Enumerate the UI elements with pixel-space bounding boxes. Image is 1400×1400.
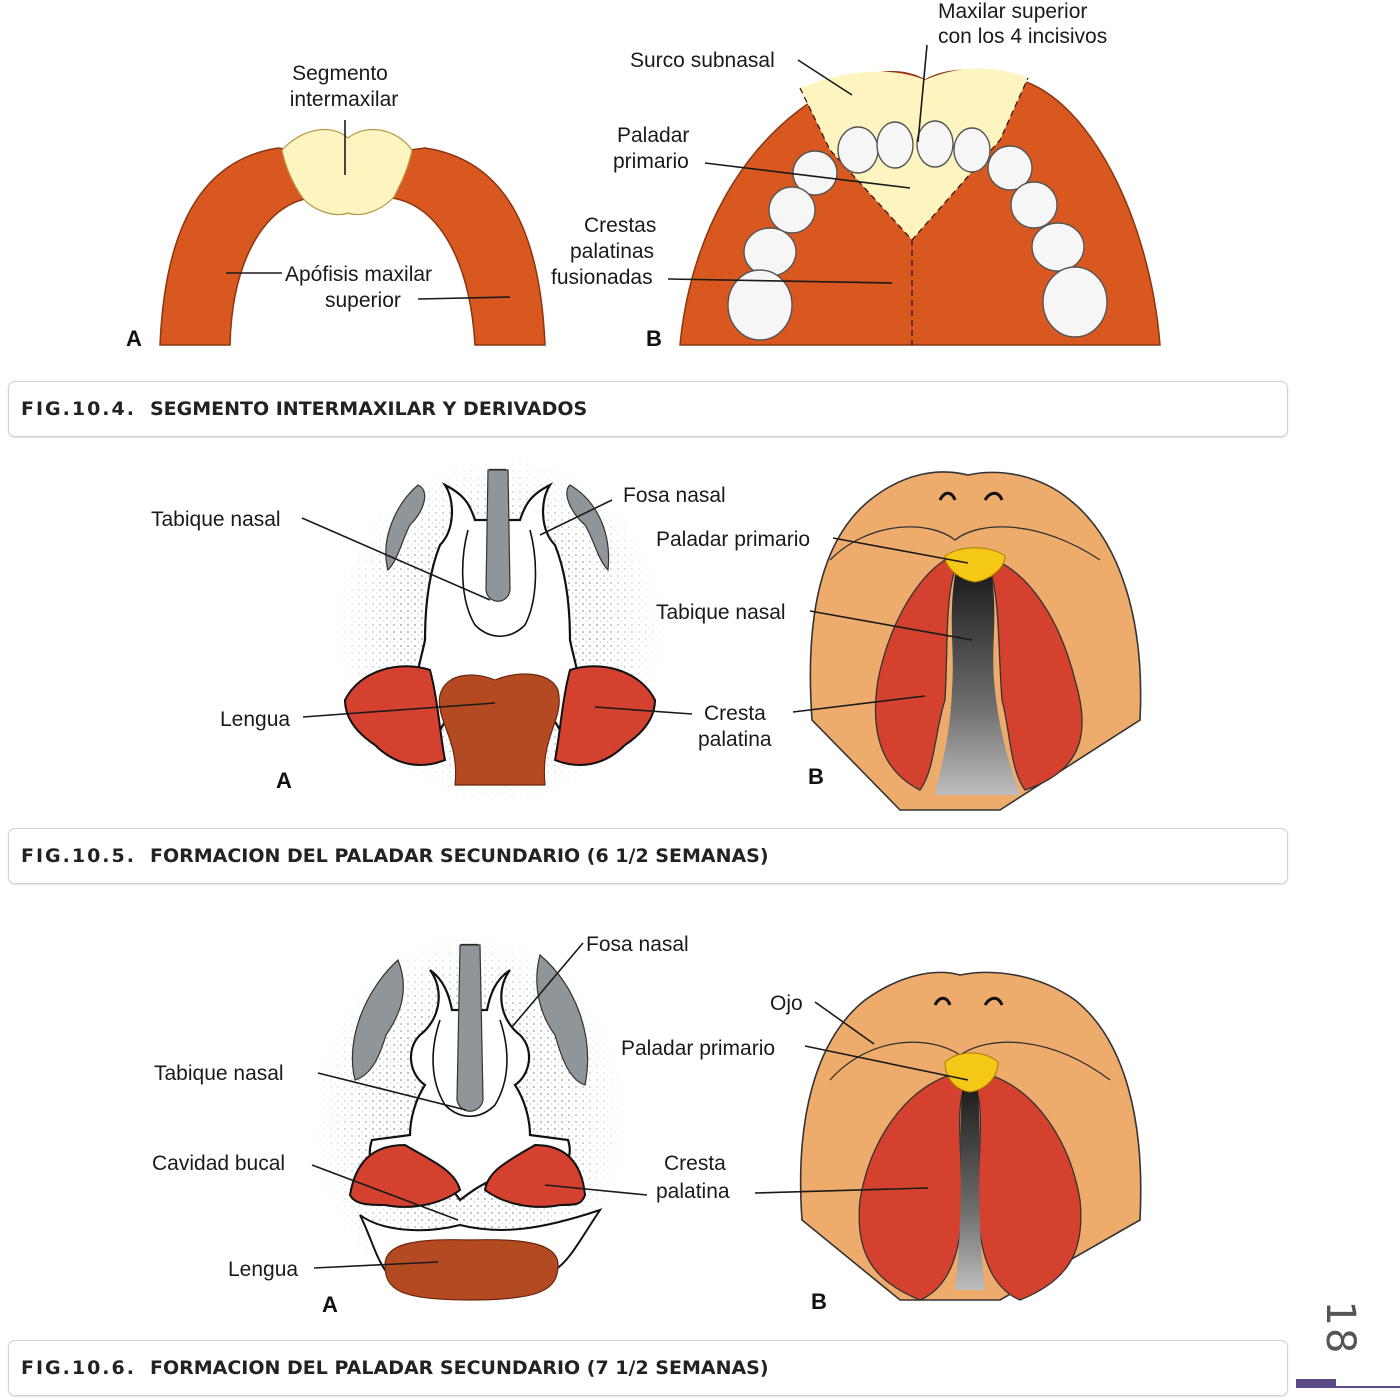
label-surco: Surco subnasal bbox=[630, 49, 775, 72]
label-fig6-paladar: Paladar primario bbox=[621, 1037, 775, 1060]
tongue bbox=[438, 673, 560, 786]
label-fig6-cresta-2: palatina bbox=[656, 1180, 730, 1203]
right-turbinate bbox=[566, 484, 610, 572]
fig5-letter-a: A bbox=[276, 768, 292, 793]
fig6-b-drawing bbox=[799, 971, 1142, 1301]
page-accent-line bbox=[1336, 1386, 1400, 1388]
left-palatal-shelf-6 bbox=[348, 1143, 462, 1208]
fig6-letter-b: B bbox=[811, 1289, 827, 1314]
left-palatal-ridge-b bbox=[874, 559, 956, 791]
label-fig6-lengua: Lengua bbox=[228, 1258, 298, 1281]
right-palatal-shelf bbox=[553, 665, 657, 766]
fig5-b-drawing bbox=[809, 471, 1142, 811]
fig6-letter-a: A bbox=[322, 1292, 338, 1317]
nasal-septum-b bbox=[935, 571, 1020, 795]
primary-palate-6b bbox=[944, 1052, 999, 1093]
label-segmento-2: intermaxilar bbox=[290, 88, 399, 111]
label-fig5-tabique-b: Tabique nasal bbox=[656, 601, 786, 624]
right-palatal-ridge-b bbox=[989, 559, 1083, 791]
label-fig5-cresta-2: palatina bbox=[698, 728, 772, 751]
label-fig6-cavidad: Cavidad bucal bbox=[152, 1152, 285, 1175]
label-crestas-3: fusionadas bbox=[551, 266, 653, 289]
nasal-septum-a6 bbox=[456, 944, 484, 1112]
label-fig5-tabique-a: Tabique nasal bbox=[151, 508, 281, 531]
caption-title: SEGMENTO INTERMAXILAR Y DERIVADOS bbox=[149, 398, 588, 420]
fig4-letter-b: B bbox=[646, 326, 662, 351]
fig4-letter-a: A bbox=[126, 326, 142, 351]
label-fig5-cresta-1: Cresta bbox=[704, 702, 766, 725]
nasal-septum-6b bbox=[955, 1086, 985, 1290]
nasal-septum bbox=[485, 469, 511, 602]
label-apofisis-2: superior bbox=[325, 289, 401, 312]
label-maxilar-2: con los 4 incisivos bbox=[938, 25, 1107, 48]
caption-title: FORMACION DEL PALADAR SECUNDARIO (6 1/2 … bbox=[149, 845, 769, 867]
caption-fig-10-4: FIG.10.4. SEGMENTO INTERMAXILAR Y DERIVA… bbox=[8, 381, 1288, 437]
fig5-a-drawing bbox=[330, 455, 670, 805]
right-turbinate-6 bbox=[536, 953, 589, 1086]
label-fig6-ojo: Ojo bbox=[770, 992, 803, 1015]
premaxilla-region bbox=[800, 68, 1028, 240]
left-turbinate-6 bbox=[351, 958, 404, 1081]
label-fig6-cresta-1: Cresta bbox=[664, 1152, 726, 1175]
primary-palate-b bbox=[944, 547, 1006, 583]
caption-number: FIG.10.6. bbox=[21, 1357, 136, 1379]
right-palatal-shelf-6 bbox=[483, 1143, 587, 1208]
caption-fig-10-6: FIG.10.6. FORMACION DEL PALADAR SECUNDAR… bbox=[8, 1340, 1288, 1396]
label-maxilar-1: Maxilar superior bbox=[938, 0, 1087, 23]
left-turbinate bbox=[385, 484, 426, 572]
label-crestas-1: Crestas bbox=[584, 214, 656, 237]
label-fig5-lengua: Lengua bbox=[220, 708, 290, 731]
page-accent-bar bbox=[1296, 1379, 1336, 1388]
label-apofisis-1: Apófisis maxilar bbox=[285, 263, 432, 286]
caption-title: FORMACION DEL PALADAR SECUNDARIO (7 1/2 … bbox=[149, 1357, 769, 1379]
fig4-a-drawing bbox=[159, 128, 546, 346]
left-palatal-shelf bbox=[343, 665, 447, 766]
label-paladar-1: Paladar bbox=[617, 124, 689, 147]
caption-fig-10-5: FIG.10.5. FORMACION DEL PALADAR SECUNDAR… bbox=[8, 828, 1288, 884]
label-fig6-tabique: Tabique nasal bbox=[154, 1062, 284, 1085]
label-fig5-paladar: Paladar primario bbox=[656, 528, 810, 551]
intermaxillary-segment bbox=[281, 128, 413, 216]
page-number: 18 bbox=[1317, 1300, 1363, 1356]
label-segmento-1: Segmento bbox=[292, 62, 388, 85]
caption-number: FIG.10.5. bbox=[21, 845, 136, 867]
label-crestas-2: palatinas bbox=[570, 240, 654, 263]
label-fig5-fosa: Fosa nasal bbox=[623, 484, 726, 507]
fig4-b-drawing bbox=[679, 68, 1161, 346]
tongue-6 bbox=[384, 1239, 559, 1301]
fig6-a-drawing bbox=[310, 930, 630, 1310]
label-paladar-2: primario bbox=[613, 150, 689, 173]
teeth bbox=[727, 120, 1108, 341]
caption-number: FIG.10.4. bbox=[21, 398, 136, 420]
label-fig6-fosa: Fosa nasal bbox=[586, 933, 689, 956]
fig5-letter-b: B bbox=[808, 764, 824, 789]
